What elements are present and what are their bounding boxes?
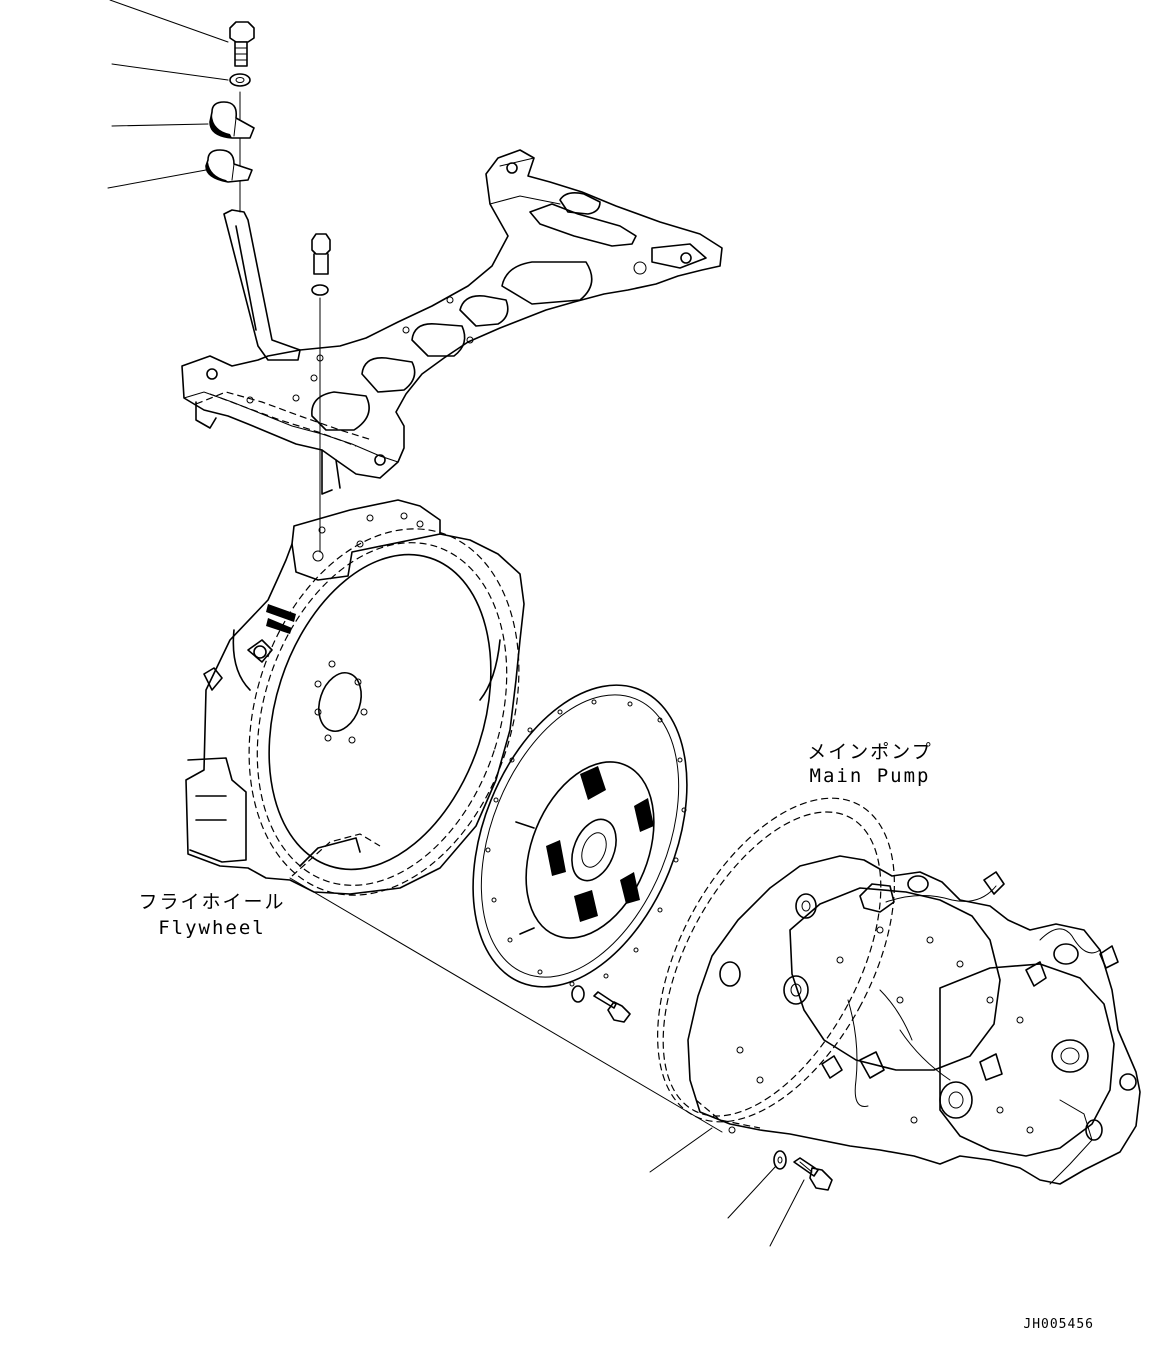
leader-lines [107, 0, 805, 1247]
bracket-bolt-holes [206, 162, 692, 466]
p-clamp-upper [209, 101, 255, 139]
pump-control-block [789, 887, 1001, 1071]
flywheel-housing-outline [185, 499, 525, 895]
washer-mount [311, 284, 329, 296]
damper-disc-plate [525, 761, 655, 939]
pump-sensors [821, 871, 1119, 1081]
serial-plate [266, 604, 296, 634]
pump-ports [719, 875, 1137, 1141]
housing-side-bosses [187, 629, 273, 863]
pump-mount-flange [662, 811, 882, 1117]
flywheel-bolt-holes [314, 660, 368, 744]
hex-bolt-top [229, 21, 255, 67]
pump-wiring [847, 885, 1101, 1107]
damper-disc [472, 684, 688, 988]
bracket-cutouts [311, 192, 707, 431]
washer-top [229, 73, 251, 87]
leader-line-washer [111, 63, 229, 81]
top-hardware-stack [205, 21, 255, 183]
damper-disc-hub [571, 818, 617, 882]
leader-line-pump-bolt [769, 1179, 805, 1247]
label-main-pump-en: Main Pump [810, 765, 931, 787]
housing-boss-hole [253, 645, 267, 659]
label-flywheel-jp: フライホイール [138, 891, 285, 913]
flywheel-disc [268, 553, 492, 871]
pump-detail-bolts [728, 926, 1034, 1134]
bracket-stay [223, 209, 301, 361]
mounting-bracket [181, 149, 723, 495]
label-flywheel-en: Flywheel [158, 917, 266, 939]
leader-line-pump-washer [727, 1165, 777, 1219]
bolt-pump-mount [793, 1157, 833, 1191]
hex-bolt-mount [311, 233, 331, 275]
housing-mount-pads [312, 512, 424, 562]
damper-springs [546, 766, 654, 922]
pump-rear-section [939, 963, 1115, 1157]
label-main-pump-jp: メインポンプ [807, 741, 932, 763]
flywheel-hub [318, 672, 362, 732]
damper-disc-rim-holes [485, 699, 687, 987]
bracket-plate [181, 149, 723, 479]
leader-line-clamp-lower [107, 169, 207, 189]
washer-coupling [571, 985, 585, 1003]
coupling-hardware [571, 985, 631, 1023]
flywheel-housing [185, 499, 525, 896]
p-clamp-lower [205, 149, 253, 183]
leader-line-bolt [109, 0, 229, 43]
leader-line-pump-housing [649, 1127, 713, 1173]
axis-line-flywheel-pump [289, 877, 723, 1133]
pump-mount-hardware [773, 1150, 833, 1191]
damper-disc-outer [472, 684, 688, 988]
flywheel-housing-rim [256, 542, 508, 886]
bolt-coupling [593, 991, 631, 1023]
pump-body-outline [687, 855, 1141, 1185]
leader-line-clamp-upper [111, 123, 209, 127]
main-pump [657, 797, 1141, 1185]
drawing-code: JH005456 [1023, 1317, 1094, 1332]
washer-pump-mount [773, 1150, 787, 1170]
